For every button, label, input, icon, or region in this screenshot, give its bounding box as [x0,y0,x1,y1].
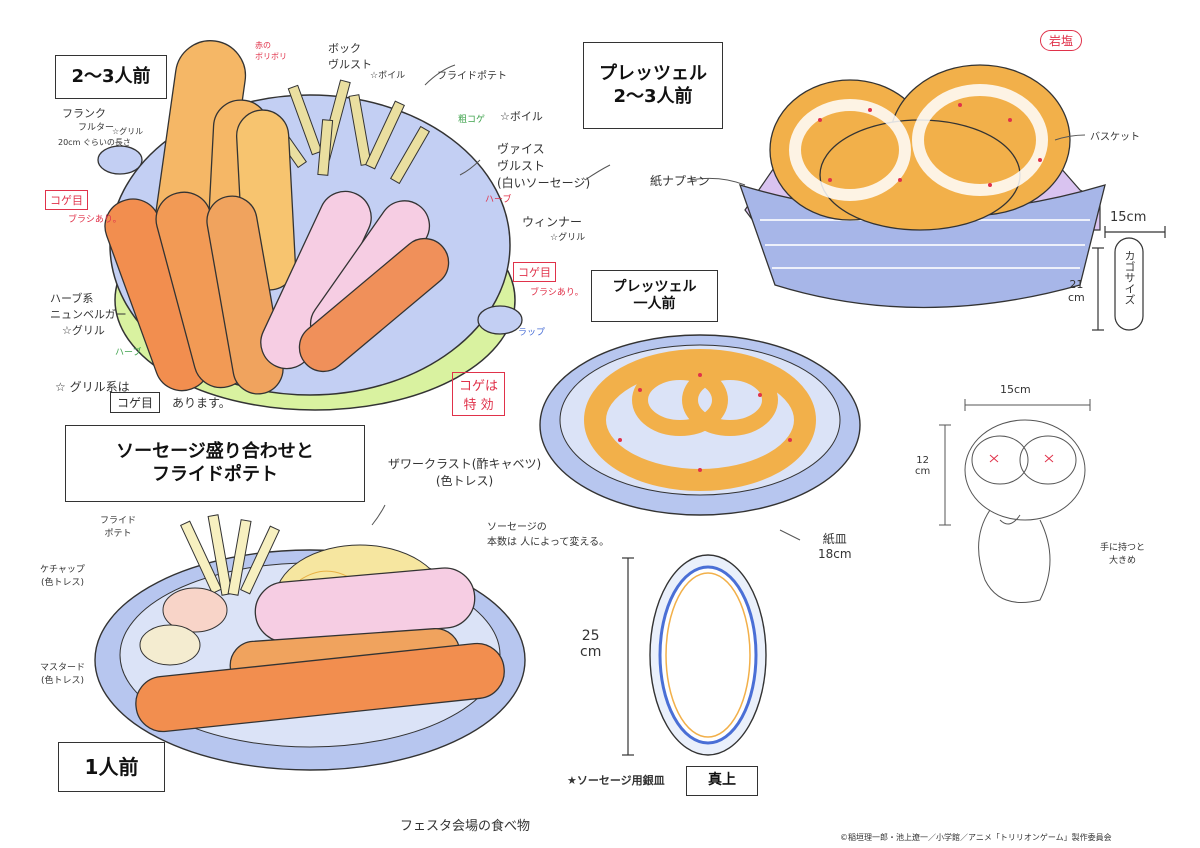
sausage-pan [97,40,523,411]
paper-plate-label: 紙皿 18cm [818,532,852,561]
copyright: ©稲垣理一郎・池上遼一／小学館／アニメ「トリリオンゲーム」製作委員会 [840,833,1112,842]
kogeme-highlight: コゲは 特 効 [452,372,506,416]
wiener-label: ウィンナー [522,215,583,229]
pretzel-basket [738,64,1106,309]
herb-label-1: ハーブ [115,348,142,358]
single-plate [94,514,526,771]
sausage-vary-label: ソーセージの 本数は 人によって変える。 [487,522,610,548]
sheet-caption: フェスタ会場の食べ物 [400,819,531,834]
basket-label: バスケット [1090,132,1140,143]
coarse-label: 粗コゲ [458,115,486,125]
boil-label-1: ☆ボイル [370,71,406,81]
title-2-3-servings: 2〜3人前 [55,55,167,99]
hold-note-label: 手に持つと 大きめ [1100,543,1146,566]
red-grill-label: 赤の ボリボリ [255,41,287,61]
kogeme-label-2: コゲ目 [513,262,556,282]
kogeme-tail: あります。 [172,396,231,410]
brush-label-1: ブラシあり。 [68,215,122,225]
grill-label-1: ☆グリル [112,127,144,136]
kogeme-label-1: コゲ目 [45,190,88,210]
pretzel-height-label: 12 cm [915,455,931,477]
basket-dimensions [1092,226,1166,331]
title-pretzel-single: プレッツェル 一人前 [591,270,718,322]
basket-height-label: 21 cm [1068,278,1085,304]
silver-plate-label: ★ソーセージ用銀皿 [567,774,665,787]
grill-note: ☆ グリル系は [55,380,130,394]
weiss-label: ヴァイス ヴルスト (白いソーセージ) [497,142,591,190]
herb-nyurn-label: ハーブ系 ニュンベルガー [50,292,127,321]
frank-sub-label: フルター [78,123,115,133]
fries-label: フライドポテト [437,71,507,82]
hand-pretzel-sketch [939,399,1091,603]
callout-lines [371,64,1086,541]
title-top-view: 真上 [686,766,758,796]
mustard-label: マスタード (色トレス) [40,663,86,686]
title-single-serving: 1人前 [58,742,165,792]
frank-label: フランク [62,107,106,120]
grill-label-2: ☆グリル [550,233,586,243]
napkin-label: 紙ナプキン [650,174,710,188]
sauerkraut-label: ザワークラスト(酢キャベツ) (色トレス) [388,457,542,488]
frank-size-label: 20cm ぐらいの長さ [58,138,131,147]
pretzel-paper-plate [539,334,861,516]
title-pretzel-2-3: プレッツェル 2〜3人前 [583,42,723,129]
boil-label-2: ☆ボイル [500,110,543,123]
pretzel-width-label: 15cm [1000,383,1031,396]
silver-plate-topview [622,554,767,756]
grill-star-label: ☆グリル [62,324,105,337]
ketchup-label: ケチャップ (色トレス) [40,565,85,588]
basket-size-label: カゴサイズ [1123,250,1136,305]
plate-length-label: 25 cm [580,628,602,660]
title-sausage-platter: ソーセージ盛り合わせと フライドポテト [65,425,365,502]
fries-small-label: フライド ポテト [100,516,137,539]
kogeme-box: コゲ目 [110,392,161,413]
wrap-label: ラップ [518,328,546,338]
bock-label: ボック ヴルスト [328,42,372,71]
basket-width-label: 15cm [1110,210,1147,225]
herb-label-2: ハーブ [485,195,512,205]
brush-label-2: ブラシあり。 [530,288,584,298]
rock-salt-label: 岩塩 [1040,30,1083,51]
